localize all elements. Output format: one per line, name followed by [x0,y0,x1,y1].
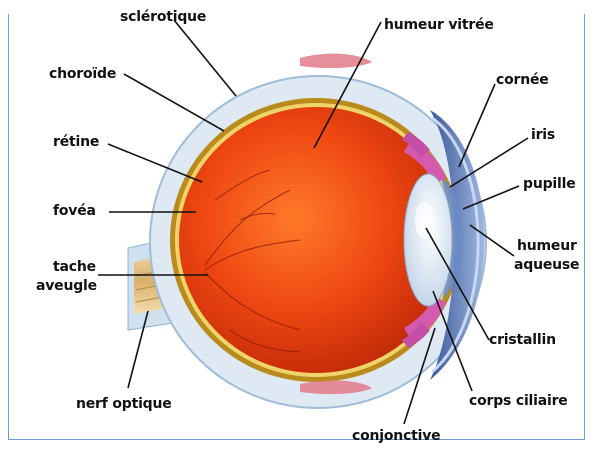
label-sclerotique: sclérotique [120,9,206,26]
label-fovea: fovéa [53,203,96,220]
label-tache-aveugle-1: tache [53,259,96,276]
label-humeur-aqueuse-2: aqueuse [514,257,579,274]
label-cristallin: cristallin [489,332,556,349]
label-humeur-aqueuse-1: humeur [517,238,577,255]
label-humeur-vitree: humeur vitrée [384,17,494,34]
crystalline-lens [404,174,452,306]
label-iris: iris [531,127,555,144]
label-pupille: pupille [523,176,576,193]
label-corps-ciliaire: corps ciliaire [469,393,568,410]
label-cornee: cornée [496,72,549,89]
label-tache-aveugle-2: aveugle [36,278,97,295]
label-retine: rétine [53,134,99,151]
label-nerf-optique: nerf optique [76,396,172,413]
label-choroide: choroïde [49,66,116,83]
label-conjonctive: conjonctive [352,428,440,445]
